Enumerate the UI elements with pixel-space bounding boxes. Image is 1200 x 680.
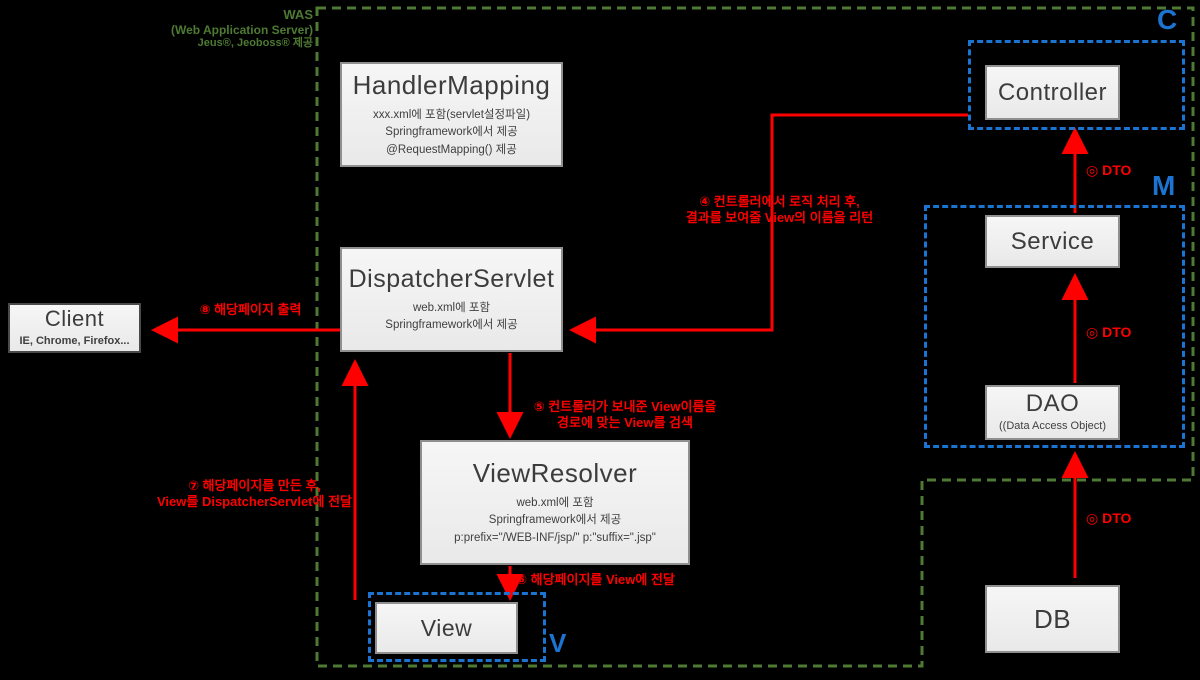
db-title: DB [1033, 603, 1072, 634]
view-resolver-line1: web.xml에 포함 [516, 497, 594, 510]
dto-label-db-dao: ◎ DTO [1086, 510, 1132, 526]
handler-mapping-desc: xxx.xml에 포함(servlet설정파일) Springframework… [373, 107, 530, 159]
dispatcher-servlet-box: DispatcherServlet web.xml에 포함 Springfram… [340, 247, 563, 352]
step7-line1: ⑦ 해당페이지를 만든 후, [187, 478, 322, 493]
region-letter-c: C [1157, 4, 1178, 35]
step5-label: ⑤ 컨트롤러가 보내준 View이름을 경로에 맞는 View를 검색 [514, 399, 736, 432]
dao-subtitle: ((Data Access Object) [999, 420, 1106, 433]
handler-mapping-title: HandlerMapping [352, 70, 551, 101]
view-resolver-box: ViewResolver web.xml에 포함 Springframework… [420, 440, 690, 565]
client-title: Client [44, 306, 105, 332]
was-products: Jeus®, Jeoboss® 제공 [197, 36, 313, 49]
view-resolver-desc: web.xml에 포함 Springframework에서 제공 p:prefi… [454, 495, 656, 547]
controller-title: Controller [997, 78, 1108, 106]
step6-label: ⑥ 해당페이지를 View에 전달 [516, 572, 675, 587]
handler-mapping-line2: Springframework에서 제공 [385, 126, 518, 139]
step7-label: ⑦ 해당페이지를 만든 후, View를 DispatcherServlet에 … [152, 478, 357, 511]
service-box: Service [985, 215, 1120, 268]
model-region-border [924, 205, 1185, 448]
dispatcher-servlet-line2: Springframework에서 제공 [385, 319, 518, 331]
client-subtitle: IE, Chrome, Firefox... [19, 335, 130, 348]
view-box: View [375, 602, 518, 654]
step5-line1: ⑤ 컨트롤러가 보내준 View이름을 [533, 399, 717, 414]
view-title: View [420, 614, 473, 641]
dto-label-dao-service: ◎ DTO [1086, 324, 1132, 340]
view-region-border [368, 592, 546, 662]
handler-mapping-box: HandlerMapping xxx.xml에 포함(servlet설정파일) … [340, 62, 563, 167]
controller-region-border [968, 40, 1185, 130]
was-region-label: WAS (Web Application Server) Jeus®, Jeob… [95, 7, 313, 50]
dao-title: DAO [1025, 390, 1080, 418]
handler-mapping-line1: xxx.xml에 포함(servlet설정파일) [372, 109, 531, 122]
step4-line2: 결과를 보여줄 View의 이름을 리턴 [685, 210, 874, 226]
step4-label: ④ 컨트롤러에서 로직 처리 후, 결과를 보여줄 View의 이름을 리턴 [672, 194, 887, 227]
region-letter-m: M [1152, 170, 1176, 201]
dto-label-service-controller: ◎ DTO [1086, 162, 1132, 178]
dispatcher-servlet-desc: web.xml에 포함 Springframework에서 제공 [385, 300, 517, 335]
view-resolver-title: ViewResolver [472, 458, 638, 489]
dispatcher-servlet-line1: web.xml에 포함 [412, 301, 491, 314]
region-letter-v: V [549, 628, 567, 658]
client-box: Client IE, Chrome, Firefox... [8, 303, 141, 353]
controller-box: Controller [985, 65, 1120, 120]
step4-line1: ④ 컨트롤러에서 로직 처리 후, [699, 194, 860, 209]
was-subtitle: (Web Application Server) [170, 22, 313, 37]
view-resolver-line2: Springframework에서 제공 [488, 514, 622, 527]
step5-line2: 경로에 맞는 View를 검색 [557, 415, 693, 431]
step7-line2: View를 DispatcherServlet에 전달 [156, 494, 352, 510]
dao-box: DAO ((Data Access Object) [985, 385, 1120, 440]
view-resolver-line3: p:prefix="/WEB-INF/jsp/" p:"suffix=".jsp… [454, 531, 656, 544]
db-box: DB [985, 585, 1120, 653]
service-title: Service [1010, 227, 1095, 255]
dispatcher-servlet-title: DispatcherServlet [348, 264, 555, 293]
was-title: WAS [283, 7, 313, 22]
step8-label: ⑧ 해당페이지 출력 [199, 302, 302, 317]
handler-mapping-line3: @RequestMapping() 제공 [386, 143, 517, 156]
